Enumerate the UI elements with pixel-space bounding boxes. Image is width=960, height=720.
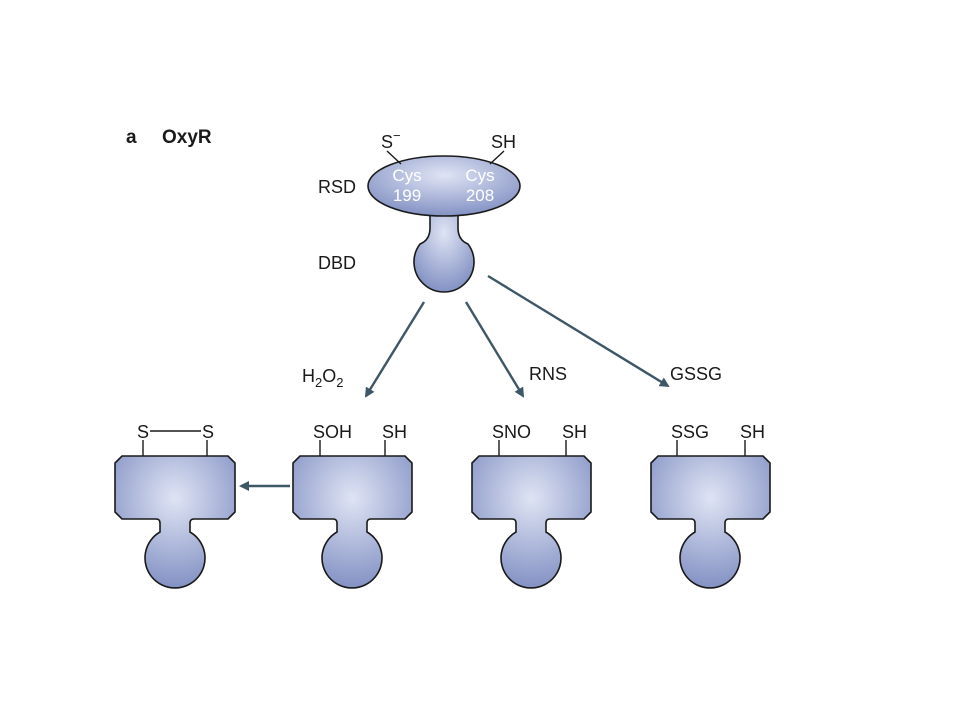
dbd-domain bbox=[413, 204, 475, 293]
sulfur-right-label: S bbox=[202, 422, 214, 442]
panel-title: OxyR bbox=[162, 127, 212, 148]
bond-line-left bbox=[386, 150, 402, 165]
rns-label: RNS bbox=[529, 364, 567, 384]
sh-label: SH bbox=[382, 422, 407, 442]
sh-label: SH bbox=[740, 422, 765, 442]
sulfur-left-label: S bbox=[137, 422, 149, 442]
cys199-number: 199 bbox=[393, 186, 421, 205]
h2o2-label: H2O2 bbox=[302, 366, 343, 390]
rsd-label: RSD bbox=[318, 177, 356, 197]
protein-body bbox=[292, 455, 413, 589]
thiolate-label: S− bbox=[381, 128, 401, 152]
panel-letter: a bbox=[126, 127, 137, 148]
oxyr-protein-reduced: S− SH Cys 199 Cys 208 RSD DBD bbox=[318, 128, 521, 293]
oxyr-nitrosylated-form: SNO SH bbox=[471, 422, 592, 589]
sno-label: SNO bbox=[492, 422, 531, 442]
protein-body bbox=[650, 455, 771, 589]
oxyr-sulfenic-form: SOH SH bbox=[292, 422, 413, 589]
gssg-arrow bbox=[487, 274, 670, 388]
soh-label: SOH bbox=[313, 422, 352, 442]
thiol-label: SH bbox=[491, 132, 516, 152]
h2o2-arrow bbox=[364, 301, 426, 398]
bond-line-right bbox=[489, 150, 505, 165]
cys208-number: 208 bbox=[466, 186, 494, 205]
sh-label: SH bbox=[562, 422, 587, 442]
protein-body bbox=[114, 455, 236, 589]
oxyr-glutathionylated-form: SSG SH bbox=[650, 422, 771, 589]
gssg-label: GSSG bbox=[670, 364, 722, 384]
rns-arrow bbox=[464, 301, 525, 398]
ssg-label: SSG bbox=[671, 422, 709, 442]
cys199-name: Cys bbox=[392, 166, 421, 185]
dbd-label: DBD bbox=[318, 253, 356, 273]
protein-body bbox=[471, 455, 592, 589]
oxyr-disulfide-form: S S bbox=[114, 422, 236, 589]
cys208-name: Cys bbox=[465, 166, 494, 185]
rsd-domain bbox=[367, 155, 521, 217]
